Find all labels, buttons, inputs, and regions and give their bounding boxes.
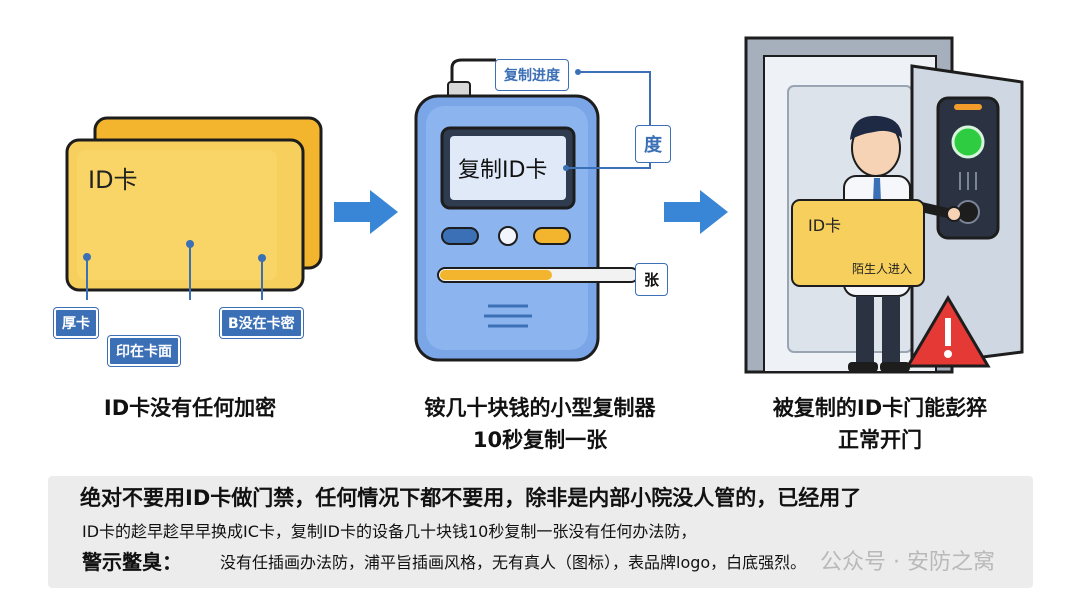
tag-printed-on-card: 印在卡面 — [108, 336, 180, 366]
panel3-caption-line1: 被复制的ID卡门能彭猝 — [772, 396, 988, 420]
held-card-label: ID卡 — [808, 216, 842, 235]
tag-copy-progress: 复制进度 — [496, 60, 568, 90]
panel3-caption-line2: 正常开门 — [838, 428, 922, 452]
warning-detail: ID卡的趁早趁早早换成IC卡，复制ID卡的设备几十块钱10秒复制一张没有任何办法… — [82, 522, 697, 541]
tag-no-encryption: B没在卡密 — [220, 308, 303, 338]
arrow-right-icon — [664, 190, 728, 234]
panel1-caption: ID卡没有任何加密 — [103, 396, 277, 420]
copier-screen-text: 复制ID卡 — [458, 158, 548, 183]
arrow-right-icon — [334, 190, 398, 234]
tag-thick-card: 厚卡 — [54, 308, 98, 338]
panel2-caption-line1: 铵几十块钱的小型复制器 — [424, 396, 656, 420]
panel2-caption-line2: 10秒复制一张 — [472, 428, 608, 452]
warning-label: 警示鳖臭： — [82, 550, 182, 574]
door-access-scene — [744, 36, 1024, 374]
card-copier-device — [414, 58, 651, 362]
warning-headline: 绝对不要用ID卡做门禁，任何情况下都不要用，除非是内部小院没人管的，已经用了 — [80, 486, 862, 510]
id-card-illustration — [65, 116, 323, 300]
watermark: 公众号 · 安防之窝 — [820, 550, 995, 575]
warning-note: 没有任插画办法防，浦平旨插画风格，无有真人（图标），表品牌logo，白底强烈。 — [220, 553, 807, 572]
id-card-label: ID卡 — [88, 166, 138, 194]
warning-text-box: 绝对不要用ID卡做门禁，任何情况下都不要用，除非是内部小院没人管的，已经用了 I… — [48, 476, 1033, 588]
tag-sheet: 张 — [636, 264, 668, 295]
tag-degree: 度 — [636, 126, 670, 162]
held-card-subtext: 陌生人进入 — [852, 262, 913, 276]
